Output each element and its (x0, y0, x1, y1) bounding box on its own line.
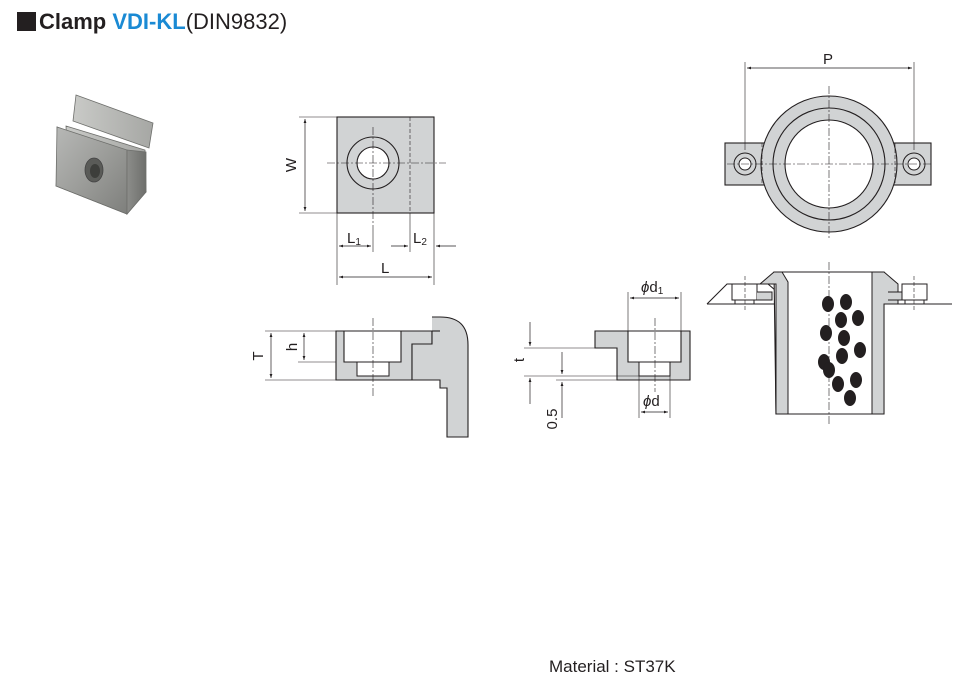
material-note: Material : ST37K (549, 657, 676, 676)
dim-label-L1: L1 (347, 230, 361, 248)
detail-section-view (524, 292, 691, 418)
side-section-view (265, 316, 469, 438)
assembly-top-view (724, 62, 932, 240)
dim-label-W: W (283, 157, 300, 172)
dim-label-t: t (511, 357, 528, 362)
title-code: VDI-KL (112, 9, 186, 34)
housing-section (411, 316, 469, 438)
dim-label-0.5: 0.5 (544, 409, 561, 430)
title-bullet-square (17, 12, 36, 31)
dim-label-P: P (823, 51, 833, 68)
dim-label-d: ϕd (643, 393, 660, 410)
title-standard: (DIN9832) (185, 9, 288, 34)
product-photo (55, 94, 154, 216)
dim-label-L2: L2 (413, 230, 427, 248)
dim-label-d1: ϕd1 (641, 279, 664, 297)
dim-label-L: L (381, 260, 389, 277)
dim-label-h: h (284, 343, 301, 351)
top-view (299, 116, 456, 285)
page-title: Clamp VDI-KL(DIN9832) (17, 8, 287, 36)
graphite-plugs (818, 294, 866, 406)
assembly-side-view (706, 262, 952, 424)
dim-label-T: T (250, 351, 267, 360)
title-product: Clamp (39, 9, 107, 34)
